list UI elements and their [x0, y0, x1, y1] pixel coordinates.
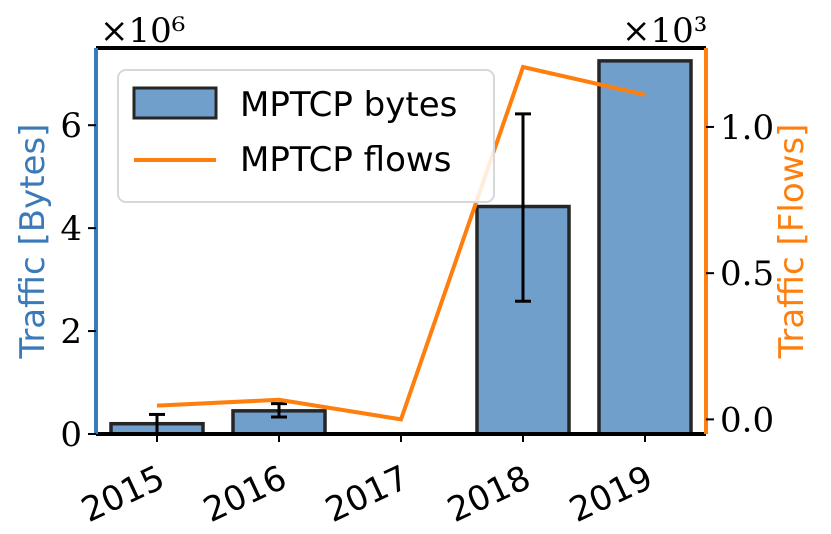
right-axis-multiplier: ×10³ [622, 11, 707, 51]
errorbars-layer [149, 112, 531, 436]
right-axis-label-prefix: Traffic [772, 245, 812, 359]
left-tick-label: 6 [60, 106, 82, 146]
left-ticks: 0 2 4 6 [60, 106, 96, 455]
left-tick-label: 2 [60, 312, 82, 352]
legend-flows-label: MPTCP flows [240, 140, 451, 180]
x-tick-label: 2017 [319, 458, 414, 531]
right-axis-label-suffix: [Flows] [772, 124, 812, 246]
x-tick-label: 2019 [563, 458, 658, 531]
errorbar-2018 [515, 112, 531, 303]
right-tick-label: 0.0 [720, 400, 774, 440]
right-tick-label: 0.5 [720, 254, 774, 294]
line-layer [156, 64, 646, 422]
bars-layer [109, 59, 693, 436]
x-tick-label: 2018 [441, 458, 536, 531]
flows-line [156, 64, 646, 422]
bar-2019 [597, 59, 693, 436]
left-axis-label: Traffic [Bytes] [13, 124, 53, 360]
legend: MPTCP bytes MPTCP flows [117, 69, 495, 203]
x-tick-label: 2016 [197, 458, 292, 531]
right-axis-label: Traffic [Flows] [772, 124, 812, 360]
right-tick-label: 1.0 [720, 108, 774, 148]
x-ticks: 2015 2016 2017 2018 2019 [75, 434, 659, 531]
errorbar-2016 [271, 402, 287, 419]
legend-bytes-swatch [132, 86, 218, 120]
left-tick-label: 4 [60, 209, 82, 249]
left-axis-multiplier: ×10⁶ [100, 11, 185, 51]
right-ticks: 0.0 0.5 1.0 [706, 108, 774, 440]
left-tick-label: 0 [60, 415, 82, 455]
legend-bytes-label: MPTCP bytes [240, 85, 457, 125]
x-tick-label: 2015 [75, 458, 170, 531]
